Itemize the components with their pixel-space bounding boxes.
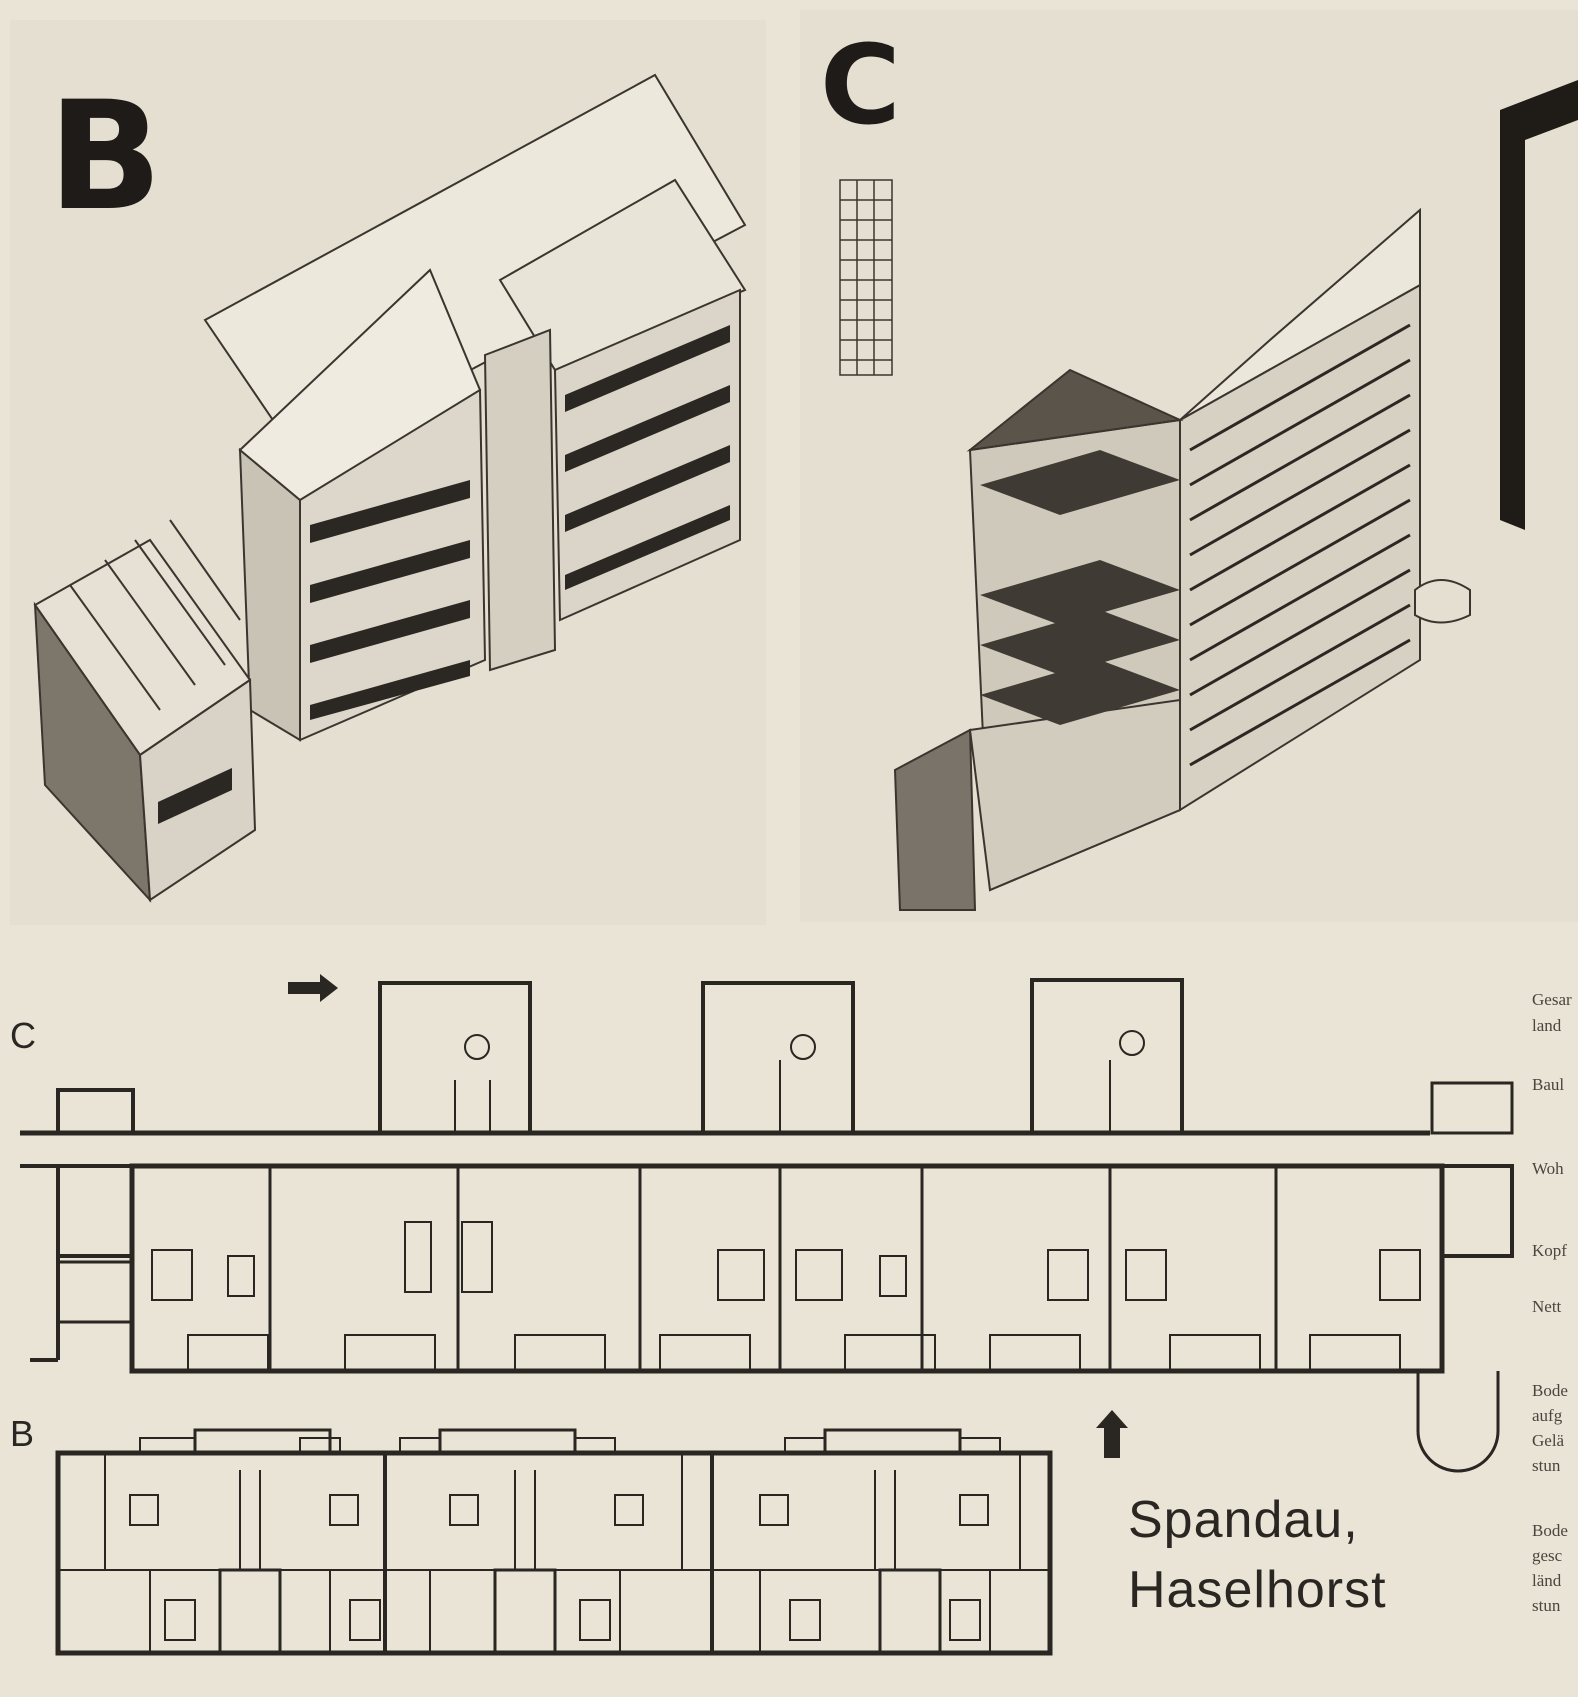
- side-fragment: land: [1532, 1016, 1562, 1035]
- isometric-panel-b: B: [10, 20, 766, 925]
- side-fragment: Nett: [1532, 1297, 1562, 1316]
- side-fragment: Baul: [1532, 1075, 1565, 1094]
- plan-label-c: C: [10, 1015, 36, 1056]
- side-fragment: Gesar: [1532, 990, 1572, 1009]
- isometric-panel-c: C: [800, 10, 1578, 922]
- arrow-right-icon: [288, 974, 338, 1002]
- arrow-up-icon: [1096, 1410, 1128, 1458]
- panel-letter-b: B: [48, 70, 163, 244]
- side-fragment: Bode: [1532, 1521, 1568, 1540]
- side-fragment: Bode: [1532, 1381, 1568, 1400]
- side-fragment: länd: [1532, 1571, 1562, 1590]
- side-fragment: stun: [1532, 1456, 1561, 1475]
- side-fragment: Kopf: [1532, 1241, 1567, 1260]
- isometric-drawing-b: [33, 73, 747, 903]
- side-fragment: aufg: [1532, 1406, 1563, 1425]
- plan-label-b: B: [10, 1413, 35, 1454]
- side-fragment: stun: [1532, 1596, 1561, 1615]
- title-line-2: Haselhorst: [1128, 1561, 1387, 1619]
- title-line-1: Spandau,: [1128, 1491, 1359, 1549]
- isometric-drawing-c: [839, 80, 1578, 911]
- side-fragment: Gelä: [1532, 1431, 1565, 1450]
- panel-letter-c: C: [820, 21, 901, 149]
- side-fragment: gesc: [1532, 1546, 1563, 1565]
- side-fragment: Woh: [1532, 1159, 1564, 1178]
